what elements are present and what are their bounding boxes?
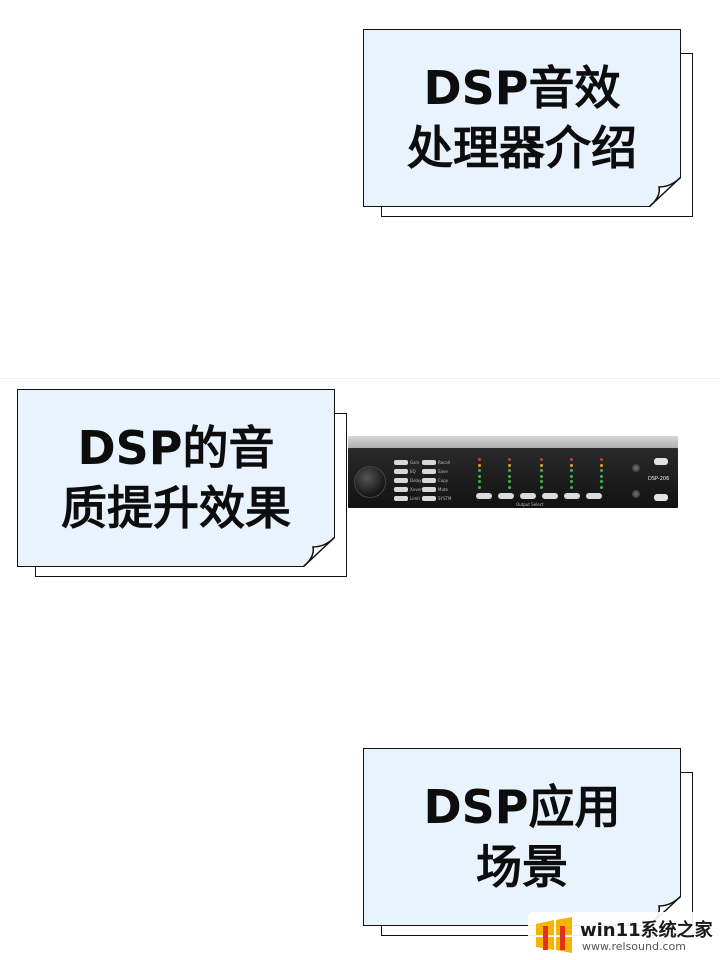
rack-handle bbox=[654, 494, 668, 501]
device-button bbox=[422, 496, 436, 501]
led-indicator bbox=[508, 458, 511, 461]
led-indicator bbox=[570, 485, 573, 489]
device-label: SYSTM bbox=[438, 496, 452, 501]
device-label: Gain bbox=[410, 460, 420, 465]
output-button bbox=[476, 493, 492, 499]
device-button bbox=[422, 469, 436, 474]
led-indicator bbox=[600, 458, 603, 461]
led-indicator bbox=[540, 458, 543, 461]
output-button bbox=[542, 493, 558, 499]
device-button bbox=[422, 478, 436, 483]
watermark-title: win11系统之家 bbox=[580, 920, 713, 941]
dsp-device-image: Gain EQ Delay Xover Limit Recall Save Co… bbox=[348, 436, 678, 514]
led-indicator bbox=[478, 458, 481, 461]
led-indicator bbox=[600, 474, 603, 478]
card-title-line-1: DSP音效 bbox=[423, 61, 621, 115]
led-indicator bbox=[570, 480, 573, 483]
output-button bbox=[498, 493, 514, 499]
device-button bbox=[394, 460, 408, 465]
device-button bbox=[422, 460, 436, 465]
led-indicator bbox=[508, 469, 511, 472]
led-indicator bbox=[478, 469, 481, 472]
output-select-label: Output Select bbox=[516, 502, 544, 507]
led-indicator bbox=[508, 474, 511, 478]
device-label: Delay bbox=[410, 478, 422, 483]
card-title-line-1: DSP的音 bbox=[77, 421, 275, 475]
screw-icon bbox=[632, 464, 640, 472]
title-card-quality: DSP的音 质提升效果 bbox=[17, 389, 347, 577]
site-watermark: win11系统之家 www.relsound.com bbox=[528, 912, 714, 958]
volume-knob-icon bbox=[354, 466, 386, 498]
led-indicator bbox=[540, 474, 543, 478]
led-indicator bbox=[478, 474, 481, 478]
led-indicator bbox=[600, 469, 603, 472]
led-indicator bbox=[508, 485, 511, 489]
led-indicator bbox=[540, 480, 543, 483]
led-indicator bbox=[570, 474, 573, 478]
led-indicator bbox=[600, 463, 603, 467]
device-label: Mute bbox=[438, 487, 449, 492]
title-card-applications: DSP应用 场景 bbox=[363, 748, 693, 936]
led-indicator bbox=[508, 463, 511, 467]
section-intro: DSP音效 处理器介绍 bbox=[0, 0, 720, 378]
device-label: EQ bbox=[410, 469, 416, 474]
card-face: DSP应用 场景 bbox=[363, 748, 681, 926]
led-indicator bbox=[600, 485, 603, 489]
output-button bbox=[564, 493, 580, 499]
device-label: Xover bbox=[410, 487, 422, 492]
led-indicator bbox=[478, 485, 481, 489]
page-curl-icon bbox=[302, 536, 335, 567]
card-title-line-2: 处理器介绍 bbox=[407, 121, 637, 175]
page-curl-icon bbox=[648, 176, 681, 207]
device-button bbox=[422, 487, 436, 492]
led-indicator bbox=[570, 463, 573, 467]
device-button bbox=[394, 478, 408, 483]
device-chassis-top bbox=[348, 436, 678, 450]
watermark-url: www.relsound.com bbox=[582, 940, 686, 953]
title-card-intro: DSP音效 处理器介绍 bbox=[363, 29, 693, 217]
led-indicator bbox=[478, 463, 481, 467]
device-button bbox=[394, 487, 408, 492]
device-model-label: DSP-206 bbox=[648, 476, 670, 482]
led-indicator bbox=[478, 480, 481, 483]
device-button bbox=[394, 496, 408, 501]
device-label: Copy bbox=[438, 478, 449, 483]
card-title-line-2: 质提升效果 bbox=[61, 481, 291, 535]
windows-logo-icon bbox=[536, 917, 572, 953]
device-label: Recall bbox=[438, 460, 450, 465]
device-label: Save bbox=[438, 469, 448, 474]
rack-handle bbox=[654, 458, 668, 465]
output-button bbox=[586, 493, 602, 499]
led-indicator bbox=[600, 480, 603, 483]
led-indicator bbox=[540, 469, 543, 472]
output-button bbox=[520, 493, 536, 499]
card-title-line-2: 场景 bbox=[476, 840, 568, 894]
screw-icon bbox=[632, 490, 640, 498]
card-face: DSP的音 质提升效果 bbox=[17, 389, 335, 567]
led-indicator bbox=[508, 480, 511, 483]
card-face: DSP音效 处理器介绍 bbox=[363, 29, 681, 207]
led-indicator bbox=[540, 485, 543, 489]
device-button bbox=[394, 469, 408, 474]
led-indicator bbox=[540, 463, 543, 467]
card-title-line-1: DSP应用 bbox=[423, 780, 621, 834]
led-indicator bbox=[570, 458, 573, 461]
device-label: Limit bbox=[410, 496, 420, 501]
led-indicator bbox=[570, 469, 573, 472]
